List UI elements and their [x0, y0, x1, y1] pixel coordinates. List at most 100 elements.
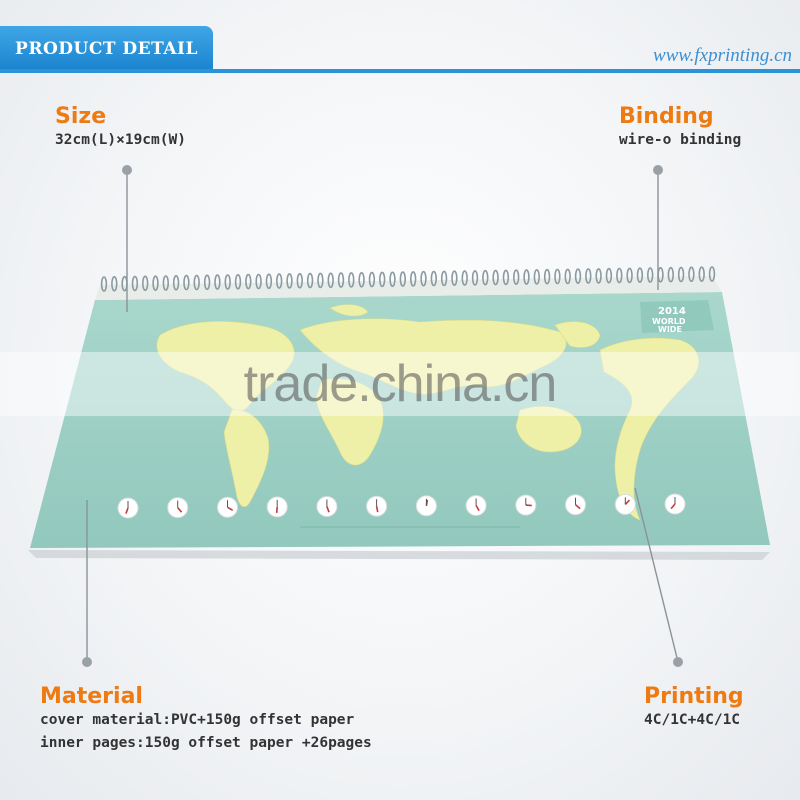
- binding-ring: [224, 274, 231, 290]
- binding-ring: [245, 273, 252, 290]
- binding-ring: [327, 272, 334, 289]
- size-title: Size: [55, 104, 107, 129]
- binding-ring: [482, 269, 489, 286]
- clock-face: [415, 495, 437, 517]
- binding-pointer-dot: [653, 165, 663, 175]
- header-bar: PRODUCT DETAIL www.fxprinting.cn: [0, 0, 800, 74]
- world-wide-badge: 2014 WORLD WIDE: [640, 300, 714, 334]
- binding-ring: [234, 273, 242, 290]
- binding-ring: [265, 273, 273, 290]
- printing-pointer-dot: [673, 657, 683, 667]
- printing-title: Printing: [644, 684, 744, 709]
- printing-value: 4C/1C+4C/1C: [644, 712, 741, 728]
- binding-ring: [605, 267, 613, 284]
- binding-ring: [430, 270, 437, 287]
- binding-ring: [162, 275, 170, 291]
- binding-ring: [636, 267, 644, 284]
- material-pointer-dot: [82, 657, 92, 667]
- binding-ring: [152, 275, 159, 292]
- binding-ring: [698, 266, 705, 283]
- binding-ring: [348, 272, 355, 288]
- binding-ring: [296, 272, 303, 289]
- tab-label: PRODUCT DETAIL: [15, 39, 198, 59]
- clock-face: [167, 497, 189, 519]
- binding-ring: [554, 268, 561, 285]
- badge-year: 2014: [658, 306, 686, 317]
- badge-line1: WORLD: [652, 317, 686, 326]
- binding-ring: [276, 273, 283, 289]
- clock-face: [117, 497, 139, 519]
- clock-face: [465, 495, 487, 516]
- binding-ring: [389, 271, 396, 288]
- binding-ring: [708, 266, 716, 282]
- binding-ring: [203, 274, 211, 291]
- time-zone-clocks: [117, 493, 686, 519]
- binding-ring: [317, 272, 324, 289]
- binding-ring: [626, 267, 633, 284]
- binding-ring: [306, 272, 314, 289]
- binding-ring: [111, 275, 118, 292]
- binding-ring: [585, 268, 592, 284]
- binding-ring: [688, 266, 695, 283]
- watermark-band: [0, 352, 800, 416]
- binding-ring: [214, 274, 221, 290]
- callout-pointers: [82, 165, 683, 667]
- binding-ring: [595, 268, 602, 284]
- header-rule: [0, 69, 800, 73]
- binding-ring: [523, 269, 530, 285]
- binding-ring: [142, 275, 149, 292]
- site-url[interactable]: www.fxprinting.cn: [653, 45, 792, 66]
- binding-ring: [399, 271, 406, 287]
- calendar-shadow: [28, 550, 770, 560]
- binding-ring: [667, 266, 674, 283]
- binding-ring: [533, 269, 540, 285]
- watermark-text: trade.china.cn: [243, 355, 558, 413]
- product-detail-tab: PRODUCT DETAIL: [0, 26, 213, 70]
- binding-ring: [368, 271, 376, 288]
- size-value: 32cm(L)×19cm(W): [55, 132, 186, 148]
- binding-ring: [286, 273, 293, 289]
- binding-ring: [492, 269, 499, 286]
- binding-ring: [183, 274, 190, 291]
- material-title: Material: [40, 684, 143, 709]
- binding-ring: [440, 270, 448, 287]
- binding-ring: [358, 271, 365, 288]
- binding-ring: [193, 274, 200, 291]
- material-inner-line: inner pages:150g offset paper +26pages: [40, 735, 372, 751]
- binding-ring: [379, 271, 386, 288]
- binding-ring: [574, 268, 582, 285]
- binding-ring: [420, 270, 427, 287]
- clock-face: [217, 496, 238, 518]
- binding-ring: [502, 269, 510, 286]
- binding-ring: [512, 269, 520, 286]
- binding-ring: [616, 267, 623, 284]
- binding-title: Binding: [619, 104, 714, 129]
- binding-value: wire-o binding: [619, 132, 742, 148]
- binding-ring: [451, 270, 458, 287]
- binding-ring: [564, 268, 571, 285]
- clock-face: [515, 494, 537, 516]
- binding-ring: [471, 270, 479, 286]
- binding-ring: [100, 276, 108, 292]
- binding-ring: [461, 270, 468, 286]
- clock-face: [316, 496, 338, 517]
- badge-line2: WIDE: [658, 325, 682, 334]
- clock-face: [366, 495, 388, 517]
- binding-ring: [410, 271, 417, 287]
- binding-ring: [677, 266, 685, 283]
- clock-face: [614, 493, 636, 515]
- size-pointer-dot: [122, 165, 132, 175]
- printing-pointer-line: [634, 487, 679, 663]
- clock-face: [664, 493, 686, 515]
- material-cover-line: cover material:PVC+150g offset paper: [40, 712, 355, 728]
- binding-ring: [172, 274, 180, 291]
- clock-face: [266, 496, 288, 518]
- binding-ring: [337, 272, 345, 288]
- binding-ring: [543, 268, 551, 285]
- clock-face: [565, 494, 586, 516]
- binding-ring: [131, 275, 139, 292]
- world-map: [156, 304, 699, 521]
- binding-ring: [646, 267, 654, 283]
